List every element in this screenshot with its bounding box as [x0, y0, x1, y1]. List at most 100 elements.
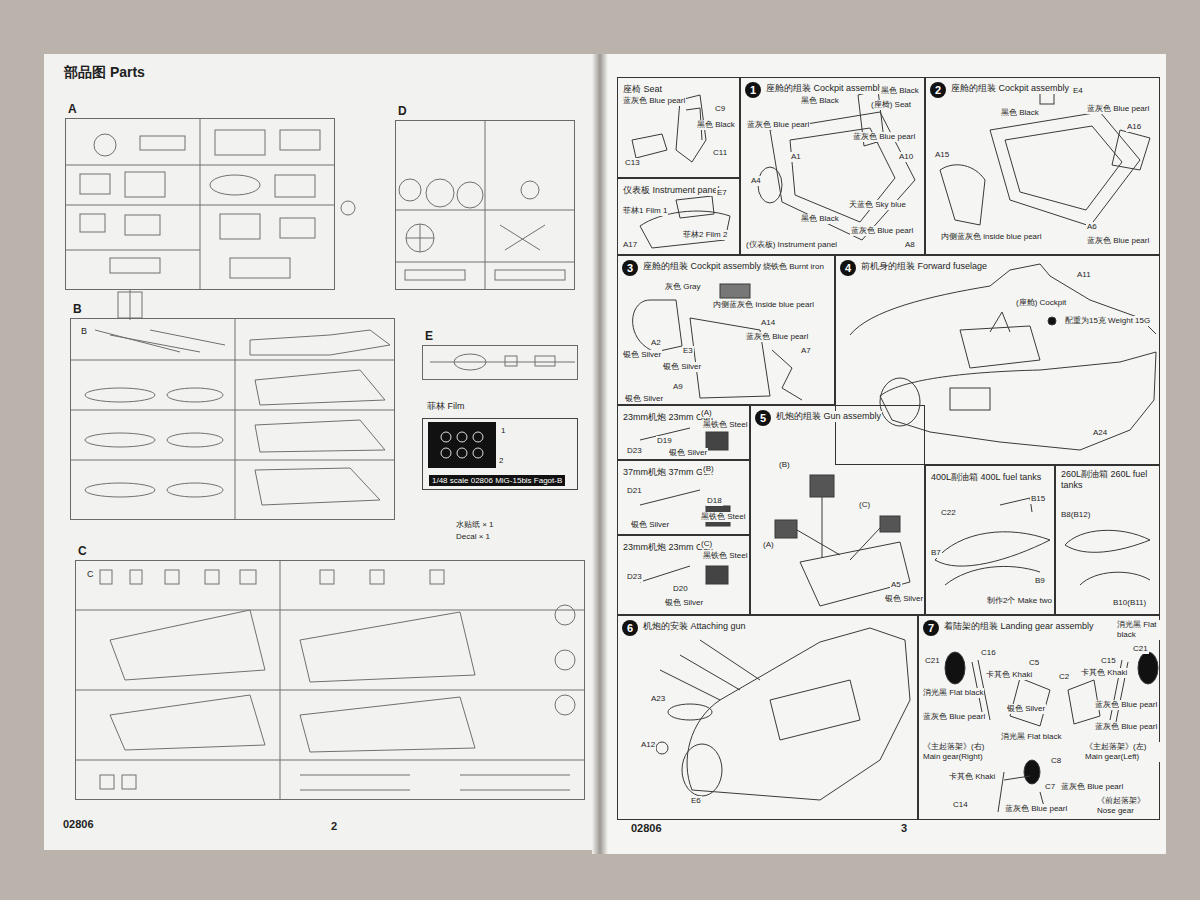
sprue-drawing [555, 605, 575, 625]
assembly-drawing [880, 516, 900, 532]
assembly-drawing [706, 432, 728, 450]
part-label: 3 [900, 822, 908, 835]
sprue-frame: E [422, 345, 578, 380]
part-label: A14 [760, 318, 776, 328]
sprue-drawing [521, 181, 539, 199]
assembly-drawing [1065, 530, 1150, 552]
part-label: B10(B11) [1112, 598, 1147, 608]
assembly-drawing [632, 134, 667, 158]
sprue-drawing [118, 292, 142, 318]
film-sheet-art [428, 422, 496, 468]
sprue-frame: C [75, 560, 585, 800]
part-label: C13 [624, 158, 641, 168]
assembly-drawing [850, 528, 880, 560]
part-label: (C) [700, 539, 713, 549]
part-label: (C) [858, 500, 871, 510]
sprue-drawing [341, 201, 355, 215]
step-heading: 着陆架的组装 Landing gear assembly [943, 621, 1095, 632]
sprue-letter: A [68, 102, 77, 116]
assembly-drawing [1010, 678, 1050, 726]
sprue-drawing [255, 370, 385, 405]
step-number: 2 [930, 82, 946, 98]
part-label: (座椅) Seat [870, 100, 912, 110]
part-label: 《前起落架》 Nose gear [1096, 796, 1156, 816]
assembly-drawing [656, 742, 668, 754]
part-label: D18 [706, 496, 723, 506]
part-label: 《主起落架》(左) Main gear(Left) [1084, 742, 1160, 762]
part-label: B15 [1030, 494, 1046, 504]
sprue-drawing [505, 356, 517, 366]
part-label: A15 [934, 150, 950, 160]
sprue-drawing [255, 420, 385, 452]
film-sheet-art [441, 432, 451, 442]
part-label: 蓝灰色 Blue pearl [746, 120, 810, 130]
part-label: C9 [714, 104, 726, 114]
step-panel: 4前机身的组装 Forward fuselage [835, 255, 1160, 465]
sprue-drawing [70, 318, 395, 520]
part-label: D23 [626, 446, 643, 456]
sprue-drawing [395, 120, 575, 290]
assembly-drawing [945, 566, 1040, 585]
sprue-drawing [406, 224, 434, 252]
assembly-drawing [880, 378, 920, 426]
sprue-drawing [405, 270, 465, 280]
part-label: 蓝灰色 Blue pearl [850, 226, 914, 236]
sprue-drawing [100, 775, 114, 789]
part-label: 02806 [630, 822, 663, 835]
sprue-drawing [500, 225, 545, 250]
assembly-drawing [990, 312, 1010, 332]
part-label: (仪表板) Instrument panel [745, 240, 838, 250]
assembly-drawing [950, 388, 990, 410]
part-label: 2 [330, 820, 338, 833]
sprue-frame: B [70, 318, 395, 520]
step-heading: 前机身的组装 Forward fuselage [860, 261, 988, 272]
sprue-drawing [100, 570, 112, 584]
assembly-drawing [822, 497, 823, 558]
part-label: A11 [1076, 270, 1092, 280]
part-label: 《主起落架》(右) Main gear(Right) [922, 742, 998, 762]
sprue-drawing [430, 362, 575, 363]
part-label: 黑色 Black [1000, 108, 1040, 118]
sprue-drawing [215, 130, 265, 155]
part-label: B7 [930, 548, 942, 558]
sprue-drawing [110, 695, 265, 750]
part-label: B8(B12) [1060, 510, 1091, 520]
sprue-drawing [80, 214, 105, 232]
assembly-drawing [935, 532, 1050, 566]
part-label: 银色 Silver [662, 362, 702, 372]
part-label: A7 [800, 346, 812, 356]
step-number: 3 [622, 260, 638, 276]
page-ground [600, 54, 1166, 854]
part-label: 制作2个 Make two [986, 596, 1053, 606]
sprue-drawing [555, 650, 575, 670]
part-label: 内侧蓝灰色 inside blue pearl [940, 232, 1042, 242]
assembly-drawing [706, 566, 728, 584]
part-label: 蓝灰色 Blue pearl [1086, 104, 1150, 114]
part-label: 黑色 Black [880, 86, 920, 96]
part-label: (B) [702, 464, 715, 474]
part-panel: 260L副油箱 260L fuel tanks [1055, 465, 1160, 615]
part-label: 02806 [62, 818, 95, 831]
part-label: 银色 Silver [668, 448, 708, 458]
part-label: A12 [640, 740, 656, 750]
assembly-drawing [990, 112, 1140, 226]
part-label: 黑铁色 Steel [700, 512, 746, 522]
assembly-drawing [640, 490, 700, 505]
assembly-drawing [1000, 498, 1032, 512]
part-label: A8 [904, 240, 916, 250]
part-label: 天蓝色 Sky blue [848, 200, 907, 210]
part-label: C21 [924, 656, 941, 666]
panel-heading: 260L副油箱 260L fuel tanks [1060, 469, 1157, 491]
assembly-drawing [690, 318, 770, 398]
sprue-drawing [122, 775, 136, 789]
part-label: D21 [626, 486, 643, 496]
part-label: 黑铁色 Steel [702, 551, 748, 561]
sprue-drawing [94, 134, 116, 156]
part-label: Decal × 1 [455, 532, 491, 542]
part-label: C16 [980, 648, 997, 658]
part-label: 蓝灰色 Blue pearl [852, 132, 916, 142]
film-sheet-art [428, 422, 496, 468]
part-label: A24 [1092, 428, 1108, 438]
part-label: 银色 Silver [630, 520, 670, 530]
